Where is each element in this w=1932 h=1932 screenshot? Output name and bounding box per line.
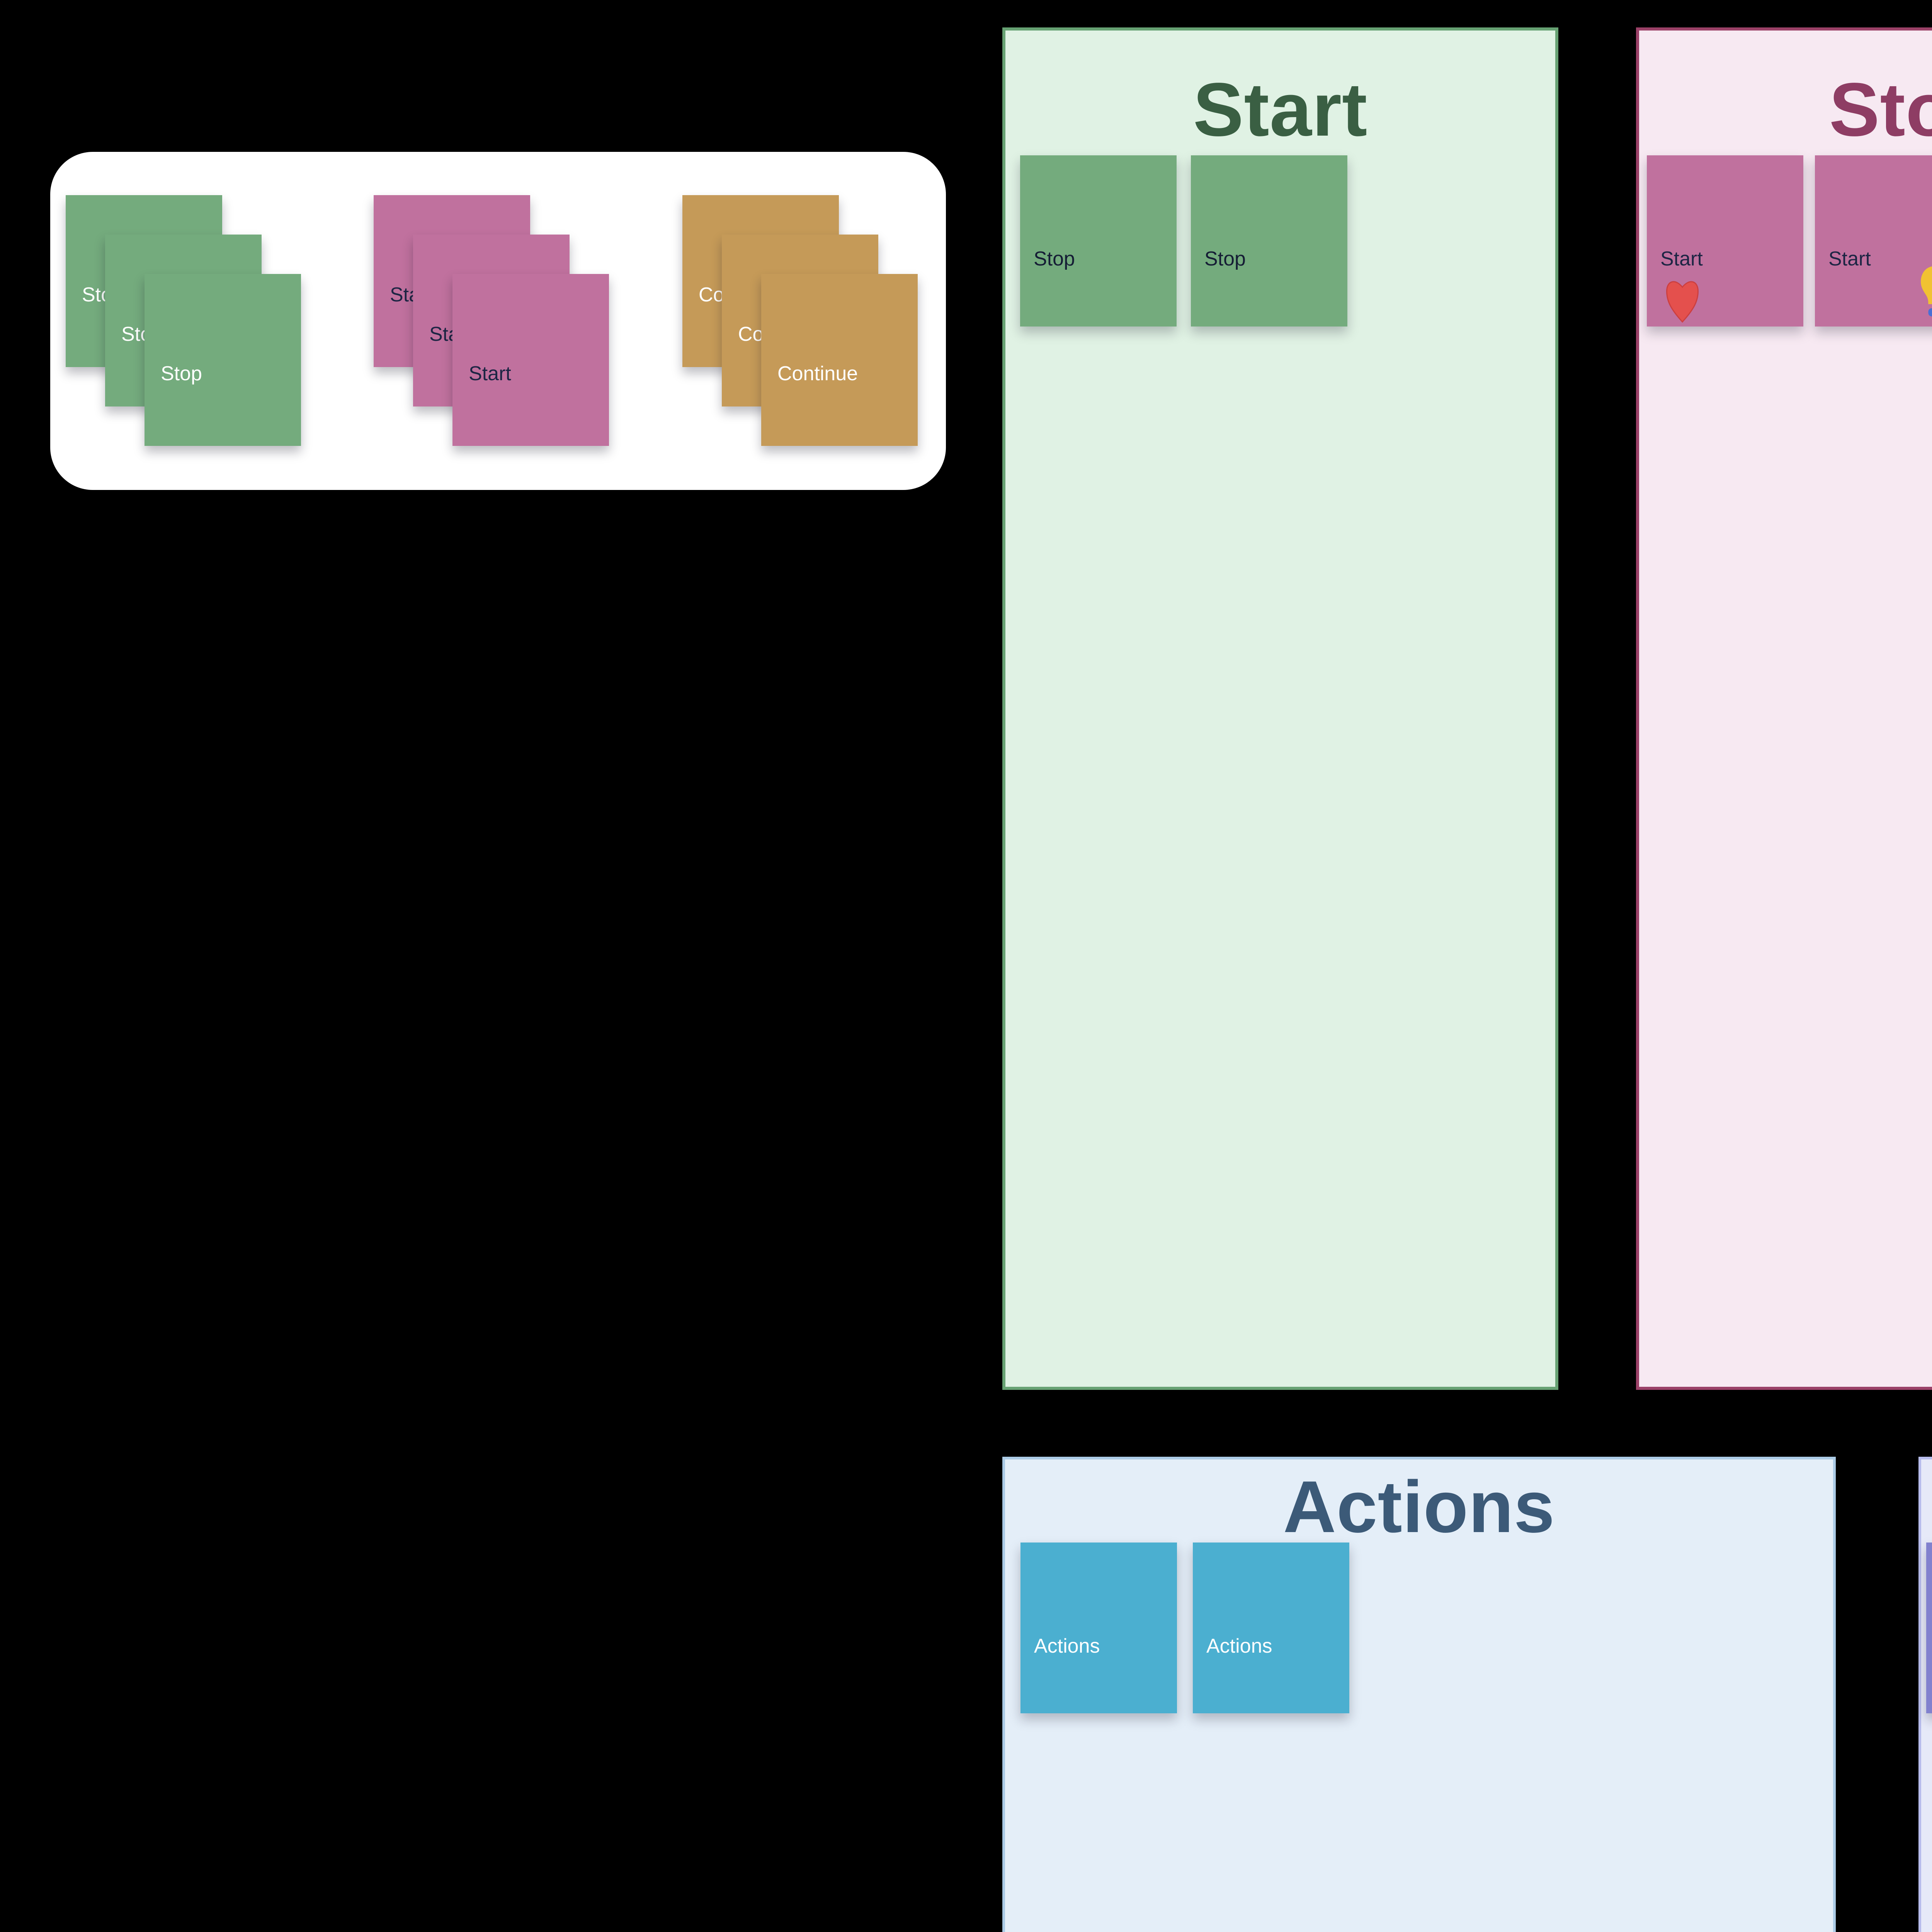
note-label: Actions <box>1206 1635 1272 1657</box>
column-title: Start <box>1193 67 1368 152</box>
lightbulb-icon[interactable] <box>1918 265 1932 322</box>
panel-title: Actions <box>1283 1466 1555 1548</box>
sticky-note[interactable]: Start <box>1647 155 1803 327</box>
palette-note-stop[interactable]: Stop <box>145 274 301 446</box>
heart-icon[interactable] <box>1659 276 1706 324</box>
note-label: Start <box>1828 248 1871 270</box>
palette-note-start[interactable]: Start <box>452 274 609 446</box>
sticky-note[interactable]: Questions <box>1926 1543 1932 1713</box>
note-label: Actions <box>1034 1635 1100 1657</box>
note-label: Stop <box>161 362 202 385</box>
sticky-note[interactable]: Actions <box>1193 1543 1349 1713</box>
note-label: Stop <box>1034 248 1075 270</box>
palette-note-continue[interactable]: Continue <box>761 274 918 446</box>
sticky-note[interactable]: Actions <box>1020 1543 1177 1713</box>
sticky-note-palette: Stop Stop Stop Start Start Start Continu… <box>50 152 946 490</box>
panel-title: Questions <box>1921 1459 1932 1549</box>
sticky-note[interactable]: Stop <box>1191 155 1347 327</box>
note-label: Start <box>1660 248 1703 270</box>
note-label: Stop <box>1204 248 1246 270</box>
sticky-note[interactable]: Stop <box>1020 155 1177 327</box>
note-label: Start <box>469 362 511 385</box>
sticky-note[interactable]: Start <box>1815 155 1932 327</box>
note-label: Continue <box>777 362 858 385</box>
column-title: Stop <box>1829 67 1932 152</box>
